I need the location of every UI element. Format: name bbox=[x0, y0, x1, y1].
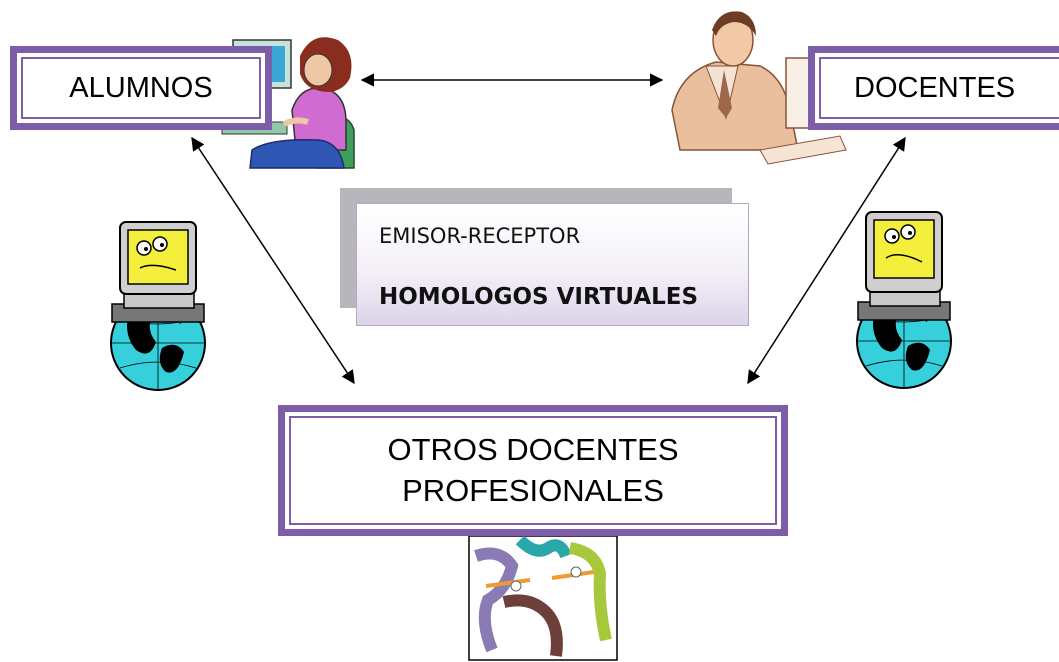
center-line-emisor: EMISOR-RECEPTOR bbox=[379, 224, 581, 248]
node-alumnos: ALUMNOS bbox=[10, 46, 272, 130]
node-alumnos-label: ALUMNOS bbox=[69, 71, 213, 104]
center-line-homologos: HOMOLOGOS VIRTUALES bbox=[379, 284, 699, 310]
globe-computer-icon bbox=[856, 211, 952, 389]
node-otros-docentes: OTROS DOCENTES PROFESIONALES bbox=[278, 405, 788, 536]
arrow-alumnos-otros bbox=[191, 136, 355, 385]
arrow-docentes-otros bbox=[747, 136, 906, 385]
globe-computer-icon bbox=[110, 221, 206, 391]
node-otros-line1: OTROS DOCENTES bbox=[387, 432, 679, 468]
node-docentes: DOCENTES bbox=[808, 46, 1059, 130]
network-people-icon bbox=[468, 535, 618, 661]
center-card: EMISOR-RECEPTOR HOMOLOGOS VIRTUALES bbox=[356, 203, 749, 326]
node-otros-line2: PROFESIONALES bbox=[402, 472, 664, 508]
node-docentes-label: DOCENTES bbox=[854, 71, 1016, 104]
